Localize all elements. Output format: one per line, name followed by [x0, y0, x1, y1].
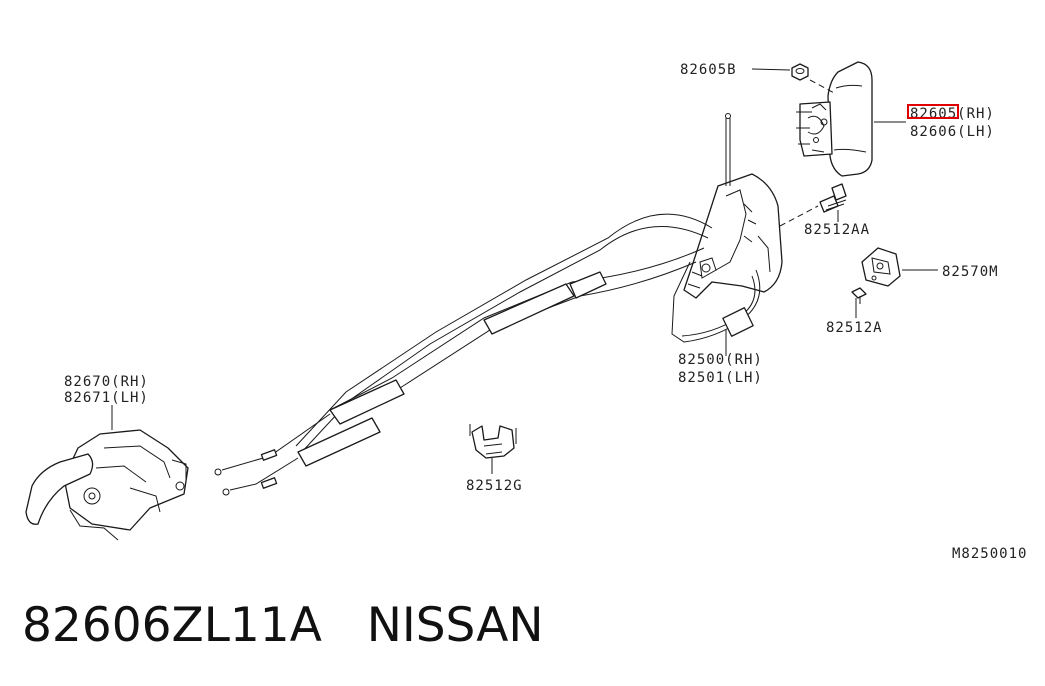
label-82512g: 82512G — [466, 478, 523, 494]
label-82605b: 82605B — [680, 62, 737, 78]
parts-diagram: 82605B 82605(RH) 82606(LH) 82512AA 82570… — [25, 61, 1027, 562]
outside-handle — [796, 61, 873, 177]
highlight-box — [907, 104, 959, 119]
screw-82512a — [851, 287, 867, 318]
label-82512a: 82512A — [826, 320, 883, 336]
part-caption: 82606ZL11A NISSAN — [22, 598, 544, 653]
label-82671: 82671(LH) — [64, 390, 149, 406]
part-number: 82606ZL11A — [22, 598, 322, 653]
bolt-82512aa — [819, 183, 847, 222]
inside-handle — [25, 405, 189, 541]
striker-82570m — [861, 247, 938, 287]
brand-name: NISSAN — [366, 598, 544, 653]
nut-82605b — [751, 63, 837, 95]
label-82670: 82670(RH) — [64, 374, 149, 390]
label-82501: 82501(LH) — [678, 370, 763, 386]
clip-82512g — [469, 424, 517, 474]
label-82605: 82605(RH) — [910, 106, 995, 122]
door-lock-actuator — [671, 113, 819, 356]
diagram-code: M8250010 — [952, 546, 1027, 562]
label-82606: 82606(LH) — [910, 124, 995, 140]
label-82570m: 82570M — [942, 264, 999, 280]
label-82500: 82500(RH) — [678, 352, 763, 368]
label-82512aa: 82512AA — [804, 222, 870, 238]
control-cables — [214, 213, 713, 496]
